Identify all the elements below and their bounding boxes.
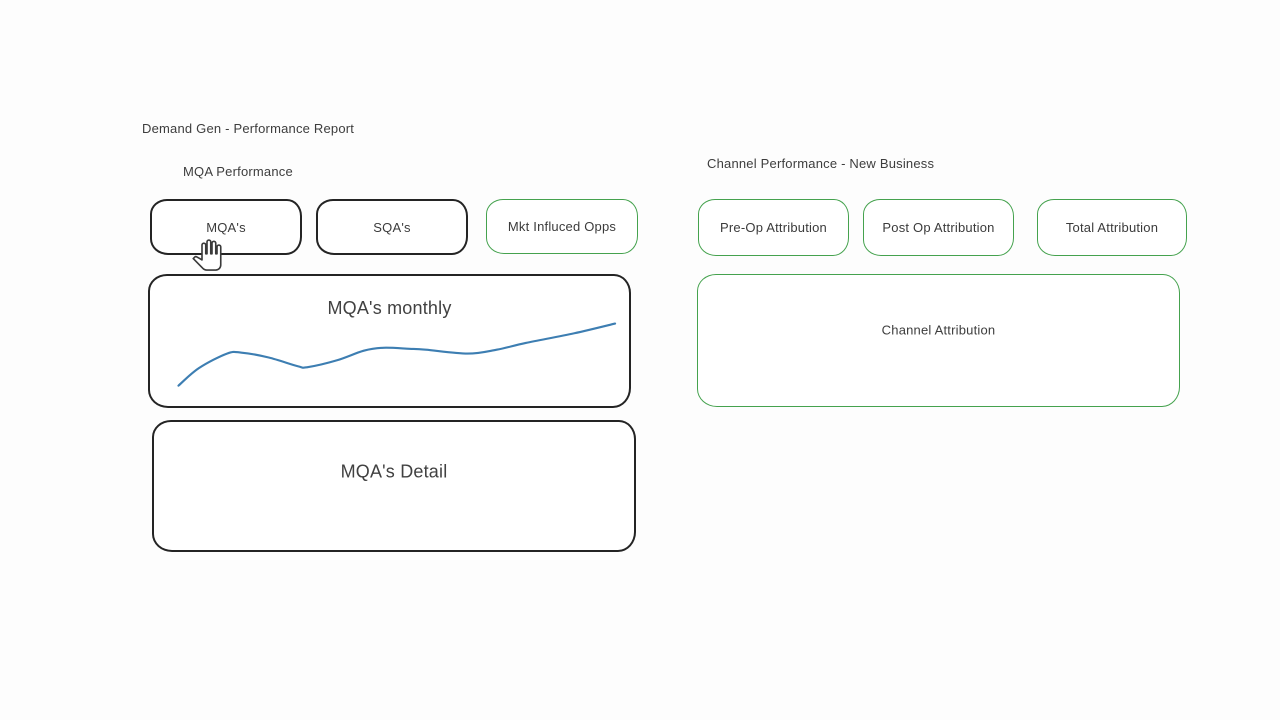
card-mkt-influced-opps[interactable]: Mkt Influced Opps [486,199,638,254]
panel-mqa-monthly[interactable]: MQA's monthly [148,274,631,408]
card-pre-op-attribution[interactable]: Pre-Op Attribution [698,199,849,256]
section-title-mqa-performance[interactable]: MQA Performance [183,164,293,179]
page-title[interactable]: Demand Gen - Performance Report [142,121,355,136]
card-sqas-label: SQA's [373,219,411,235]
card-total-attribution[interactable]: Total Attribution [1037,199,1187,256]
card-sqas[interactable]: SQA's [316,199,468,255]
panel-mqa-detail-title: MQA's Detail [340,461,448,482]
card-mqas-label: MQA's [206,219,246,235]
panel-channel-attribution-label: Channel Attribution [881,322,996,337]
mqa-monthly-sparkline-chart [177,322,617,387]
mqa-monthly-sparkline-path [177,322,617,387]
card-total-attribution-label: Total Attribution [1065,220,1159,235]
card-post-op-attribution-label: Post Op Attribution [882,220,995,235]
card-post-op-attribution[interactable]: Post Op Attribution [863,199,1014,256]
panel-channel-attribution[interactable]: Channel Attribution [697,274,1180,407]
card-pre-op-attribution-label: Pre-Op Attribution [720,220,827,235]
card-mqas[interactable]: MQA's [150,199,302,255]
section-title-channel-performance[interactable]: Channel Performance - New Business [707,156,935,171]
panel-mqa-detail[interactable]: MQA's Detail [152,420,636,552]
card-mkt-influced-opps-label: Mkt Influced Opps [507,219,617,234]
panel-mqa-monthly-title: MQA's monthly [327,298,452,318]
